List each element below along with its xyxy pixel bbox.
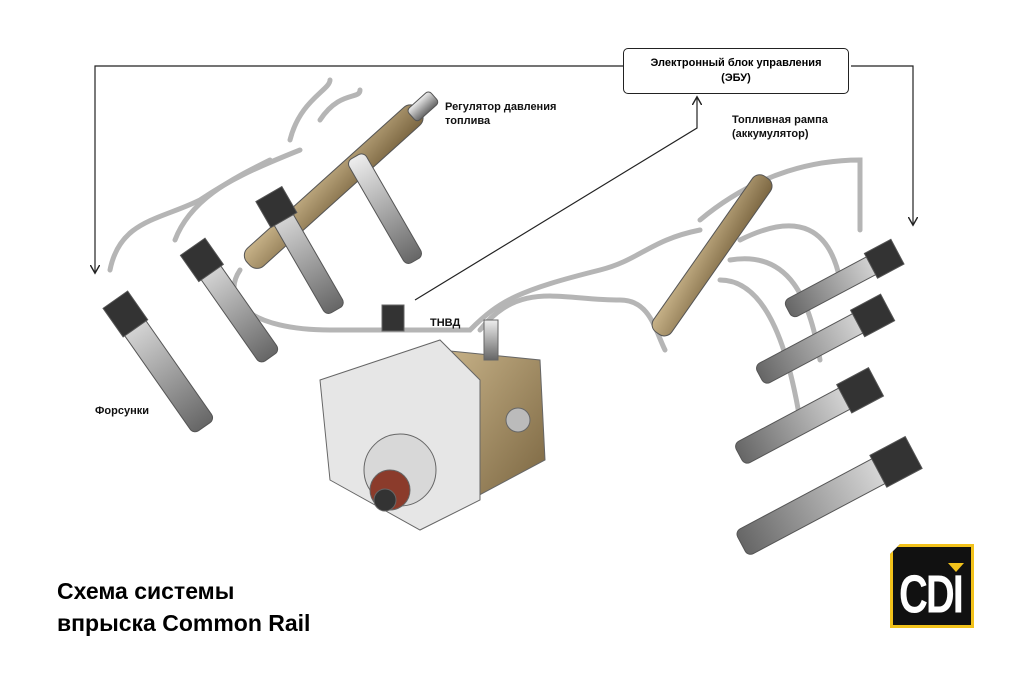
injectors-label: Форсунки <box>95 405 149 417</box>
regulator-line2: топлива <box>445 115 491 127</box>
pressure-regulator-label: Регулятор давления топлива <box>445 100 556 128</box>
rail-line2: (аккумулятор) <box>732 128 809 140</box>
title-line2: впрыска Common Rail <box>57 610 311 636</box>
logo-triangle-icon <box>948 563 964 572</box>
rail-line1: Топливная рампа <box>732 114 828 126</box>
ecu-to-injectors-right-line <box>851 65 913 224</box>
high-pressure-pump <box>319 304 546 531</box>
ecu-box: Электронный блок управления (ЭБУ) <box>623 48 849 94</box>
injectors-left <box>102 153 422 433</box>
ecu-to-injectors-left-line <box>95 65 623 272</box>
logo-text: CDI <box>899 565 964 625</box>
ecu-label-line2: (ЭБУ) <box>721 72 751 84</box>
ecu-label-line1: Электронный блок управления <box>650 57 822 69</box>
regulator-line1: Регулятор давления <box>445 101 557 113</box>
pump-to-ecu-line <box>414 98 697 301</box>
injectors-right <box>735 238 923 555</box>
signal-lines <box>95 65 913 301</box>
diagram-title: Схема системы впрыска Common Rail <box>57 575 310 639</box>
cdi-logo: CDI <box>890 544 974 628</box>
fuel-rail-label: Топливная рампа (аккумулятор) <box>732 113 828 141</box>
title-line1: Схема системы <box>57 578 235 604</box>
fuel-rail-right <box>651 174 773 337</box>
pump-label: ТНВД <box>430 317 461 329</box>
